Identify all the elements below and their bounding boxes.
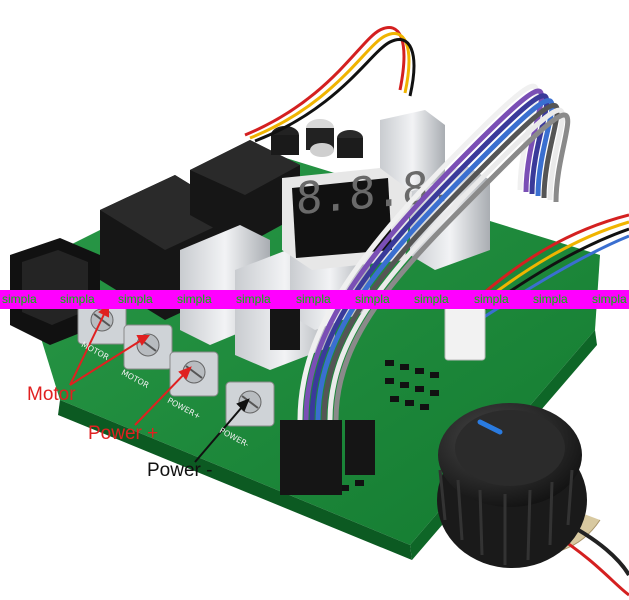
terminal-power-minus [225, 381, 275, 427]
watermark-text: simpla [2, 292, 37, 306]
callout-arrows [69, 304, 250, 463]
watermark-text: simpla [236, 292, 271, 306]
top-wires [244, 26, 416, 143]
callout-power-plus: Power + [88, 423, 159, 444]
watermark-text: simpla [177, 292, 212, 306]
watermark-text: simpla [60, 292, 95, 306]
watermark-text: simpla [474, 292, 509, 306]
terminal-power-plus [169, 351, 219, 397]
watermark-text: simpla [592, 292, 627, 306]
ribbon-cable [297, 83, 571, 421]
white-connector [444, 304, 486, 361]
callout-motor: Motor [27, 384, 76, 405]
potentiometer [437, 403, 629, 597]
watermark-text: simpla [533, 292, 568, 306]
watermark-text: simpla [118, 292, 153, 306]
led-display: 8.8.8. [282, 160, 455, 270]
watermark-text: simpla [296, 292, 331, 306]
watermark-text: simpla [355, 292, 390, 306]
knob-indicator [477, 419, 503, 435]
watermark-band [0, 290, 629, 309]
ribbon-connector [280, 420, 375, 495]
callout-power-minus: Power - [147, 460, 213, 481]
watermark-text: simpla [414, 292, 449, 306]
capacitors [271, 119, 363, 158]
terminal-motor-2 [123, 324, 173, 370]
